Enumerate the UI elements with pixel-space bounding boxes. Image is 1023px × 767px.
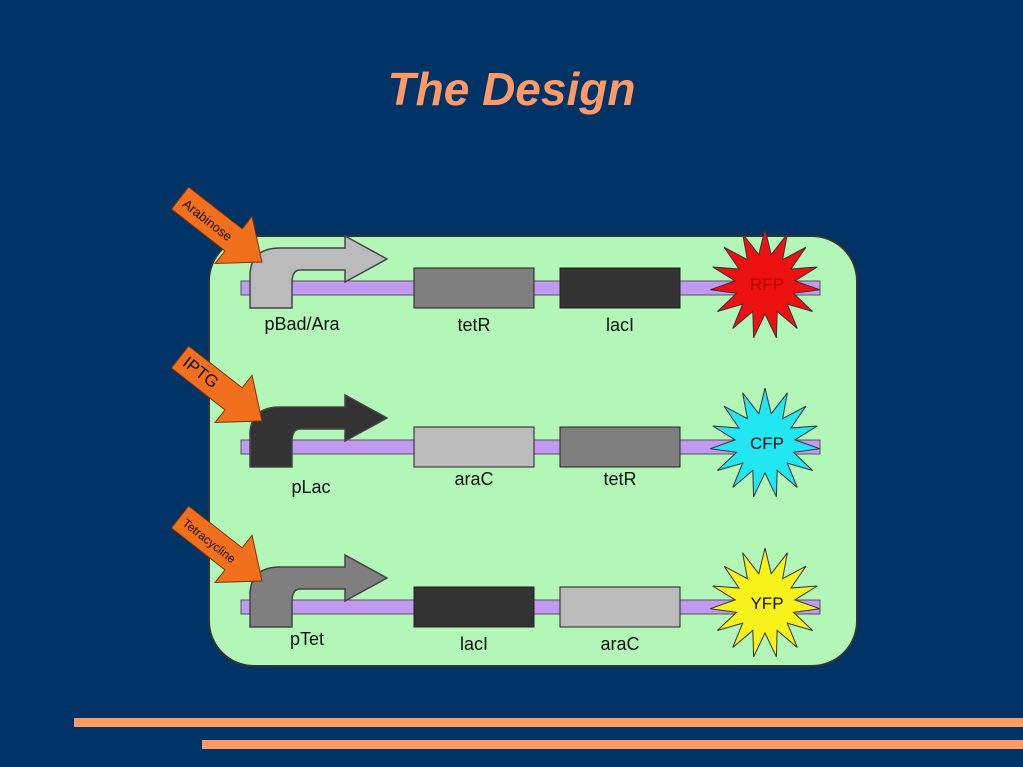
gene-label: araC xyxy=(600,634,639,654)
reporter-label: RFP xyxy=(750,275,784,294)
reporter-label: YFP xyxy=(750,594,783,613)
slide-title: The Design xyxy=(387,63,636,115)
gene-box xyxy=(559,426,681,468)
inducer-arrow-icon xyxy=(170,505,263,584)
reporter-starburst-icon xyxy=(710,228,820,339)
gene-label: araC xyxy=(454,469,493,489)
gene-label: lacI xyxy=(606,315,634,335)
gene-label: lacI xyxy=(460,634,488,654)
promoter-label: pLac xyxy=(291,477,330,497)
promoter-label: pTet xyxy=(290,629,324,649)
reporter-starburst-icon xyxy=(710,387,820,498)
gene-box xyxy=(413,586,535,628)
gene-label: tetR xyxy=(457,315,490,335)
accent-bar-top xyxy=(74,718,1023,727)
inducer-arrow-icon xyxy=(170,345,263,424)
gene-label: tetR xyxy=(603,469,636,489)
reporter-label: CFP xyxy=(750,434,784,453)
accent-bar-bottom xyxy=(202,740,1023,749)
promoter-label: pBad/Ara xyxy=(264,314,340,334)
gene-box xyxy=(559,267,681,309)
gene-box xyxy=(413,267,535,309)
inducer-arrow-icon xyxy=(170,186,263,265)
reporter-starburst-icon xyxy=(710,547,820,658)
gene-box xyxy=(559,586,681,628)
gene-box xyxy=(413,426,535,468)
